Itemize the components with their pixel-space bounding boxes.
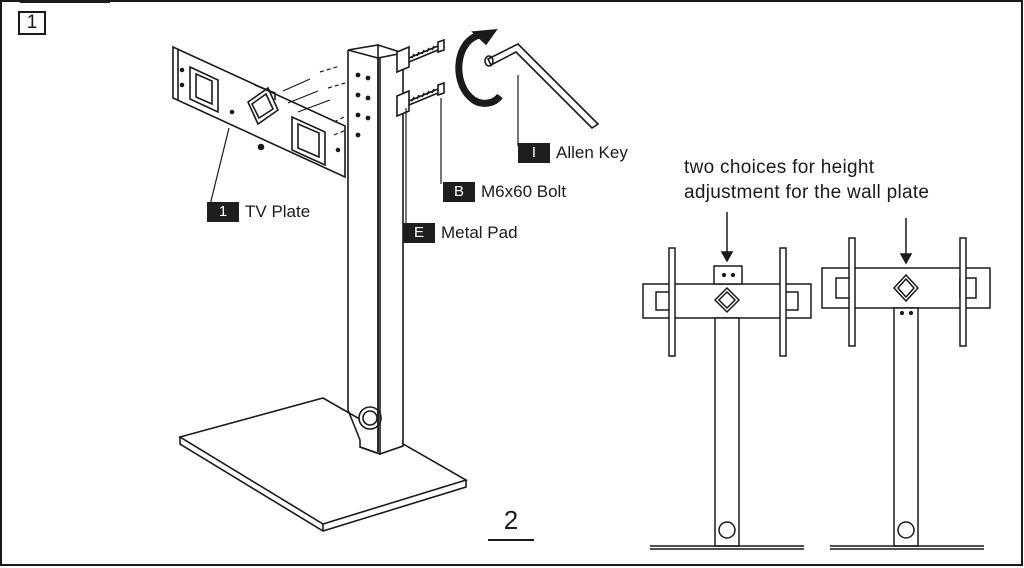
- callout-tv-plate: 1 TV Plate: [207, 201, 310, 223]
- part-key-badge: E: [403, 223, 435, 243]
- part-label: Metal Pad: [441, 223, 518, 242]
- upper-bolt-set: [396, 38, 445, 74]
- part-label: M6x60 Bolt: [481, 182, 567, 201]
- lower-bolt-set: [396, 81, 445, 118]
- callout-metal-pad: E Metal Pad: [403, 222, 518, 244]
- step-number-box: 1: [18, 11, 46, 35]
- main-stand-drawing: [172, 29, 600, 532]
- height-option-1-drawing: [642, 212, 812, 550]
- upright-column: [347, 44, 404, 456]
- part-label: TV Plate: [245, 202, 311, 221]
- alignment-lines: [282, 65, 347, 136]
- page-number: 2: [503, 505, 519, 535]
- callout-bolt: B M6x60 Bolt: [443, 181, 566, 203]
- part-key-badge: B: [443, 182, 475, 202]
- page-number-underline: [488, 539, 534, 541]
- part-label: Allen Key: [556, 143, 628, 162]
- pointer-arrow-icon-2: [899, 253, 913, 265]
- pointer-arrow-icon: [720, 251, 734, 263]
- tv-plate-part: [172, 45, 346, 179]
- allen-key-part: [484, 43, 600, 130]
- height-adjustment-note: two choices for height adjustment for th…: [684, 155, 929, 205]
- height-option-2-drawing: [821, 218, 991, 550]
- callout-allen-key: I Allen Key: [518, 142, 628, 164]
- part-key-badge: 1: [207, 202, 239, 222]
- leader-lines: [209, 75, 519, 224]
- part-key-badge: I: [518, 143, 550, 163]
- note-line-2: adjustment for the wall plate: [684, 182, 930, 203]
- note-line-1: two choices for height: [684, 157, 875, 178]
- rotation-arrow-icon: [455, 29, 503, 107]
- base-plate: [177, 397, 468, 532]
